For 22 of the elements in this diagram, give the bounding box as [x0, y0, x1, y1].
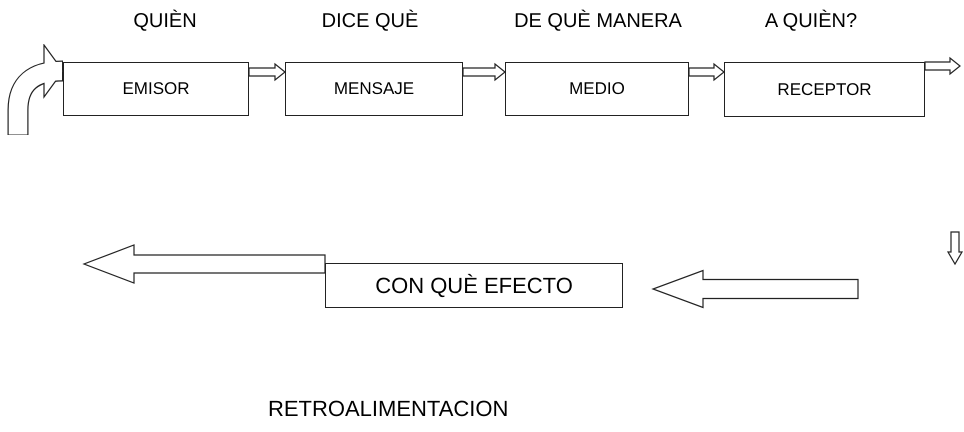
- process-box: [724, 62, 925, 117]
- curved-arrow: [8, 45, 64, 135]
- block-arrow: [651, 270, 859, 308]
- question-heading: DE QUÈ MANERA: [513, 8, 683, 34]
- question-heading: QUIÈN: [132, 8, 198, 34]
- block-arrow: [688, 62, 725, 82]
- box-label: EMISOR: [122, 78, 190, 100]
- question-heading: A QUIÈN?: [764, 8, 858, 34]
- question-heading: DICE QUÈ: [320, 8, 420, 34]
- block-arrow: [462, 62, 506, 82]
- caption-label: RETROALIMENTACION: [268, 395, 508, 423]
- process-box: [285, 62, 463, 116]
- box-label: MENSAJE: [334, 78, 414, 100]
- box-label: RECEPTOR: [777, 78, 872, 101]
- box-label: MEDIO: [569, 78, 625, 100]
- block-arrow: [248, 62, 286, 82]
- block-arrow: [82, 244, 326, 284]
- process-box: [505, 62, 689, 116]
- process-box: [63, 62, 249, 116]
- process-box: [325, 263, 623, 308]
- box-label: CON QUÈ EFECTO: [375, 272, 573, 300]
- block-arrow: [924, 56, 961, 76]
